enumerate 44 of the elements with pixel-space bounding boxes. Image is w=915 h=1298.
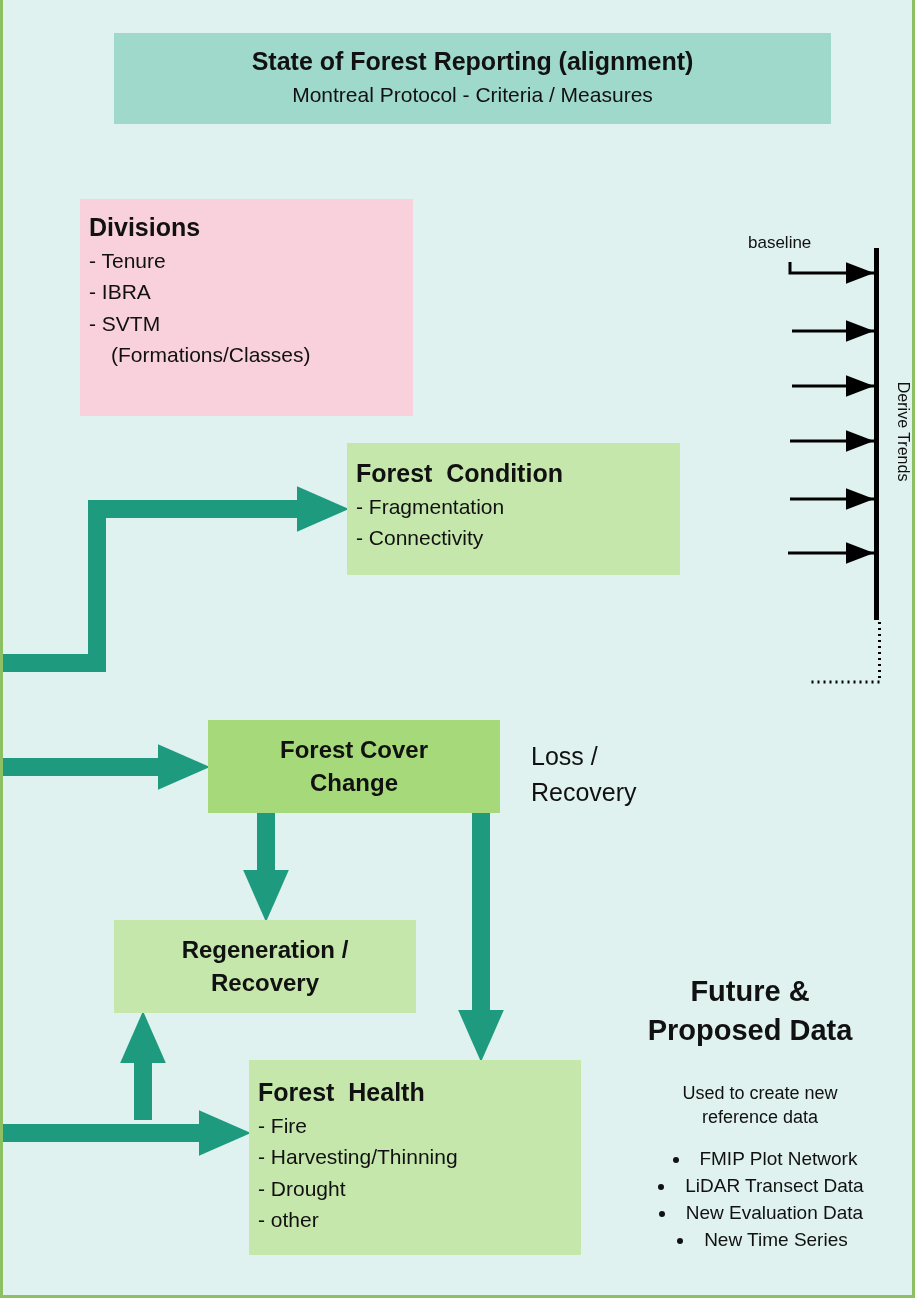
list-item: - Fragmentation	[356, 493, 506, 520]
arrow	[3, 744, 210, 790]
vertical-label: Derive Trends	[893, 380, 912, 484]
bullet-item: LiDAR Transect Data	[685, 1175, 864, 1196]
process-box	[249, 1060, 581, 1255]
arrow	[788, 262, 874, 284]
arrow	[792, 320, 874, 342]
subtitle-text: Montreal Protocol - Criteria / Measures	[291, 81, 654, 108]
arrow	[120, 1011, 166, 1120]
list-item: - Fire	[258, 1112, 308, 1139]
list-item: - SVTM (Formations/Classes)	[89, 310, 312, 369]
process-box	[114, 920, 416, 1013]
list-item: - IBRA	[89, 279, 152, 306]
bullet-item: New Evaluation Data	[685, 1202, 864, 1223]
arrow	[3, 486, 349, 672]
side-note: Loss / Recovery	[531, 741, 638, 809]
arrow	[792, 375, 874, 397]
axis-label: baseline	[748, 232, 813, 254]
box-heading: Regeneration / Recovery	[180, 935, 350, 998]
arrow	[790, 430, 874, 452]
title-banner	[114, 33, 831, 124]
list-item: - Connectivity	[356, 525, 485, 552]
timeline-bar	[874, 248, 879, 620]
box-heading: Divisions	[89, 212, 202, 243]
section-heading: Future & Proposed Data	[646, 974, 854, 1049]
arrow	[788, 542, 874, 564]
arrow	[790, 488, 874, 510]
category-box	[80, 199, 413, 416]
bullet-item: FMIP Plot Network	[699, 1148, 858, 1169]
title-text: State of Forest Reporting (alignment)	[250, 46, 695, 77]
list-item: - Drought	[258, 1175, 347, 1202]
list-item: - Tenure	[89, 247, 167, 274]
list-item: - other	[258, 1207, 320, 1234]
arrow	[3, 1110, 251, 1156]
box-heading: Forest Cover Change	[278, 735, 429, 798]
box-heading: Forest Condition	[356, 458, 564, 489]
box-heading: Forest Health	[258, 1077, 426, 1108]
process-box	[208, 720, 500, 813]
arrow	[458, 813, 504, 1062]
list-item: - Harvesting/Thinning	[258, 1144, 459, 1171]
note-text: Used to create new reference data	[681, 1082, 839, 1130]
arrow	[243, 813, 289, 922]
process-box	[347, 443, 680, 575]
bullet-item: New Time Series	[704, 1229, 848, 1250]
